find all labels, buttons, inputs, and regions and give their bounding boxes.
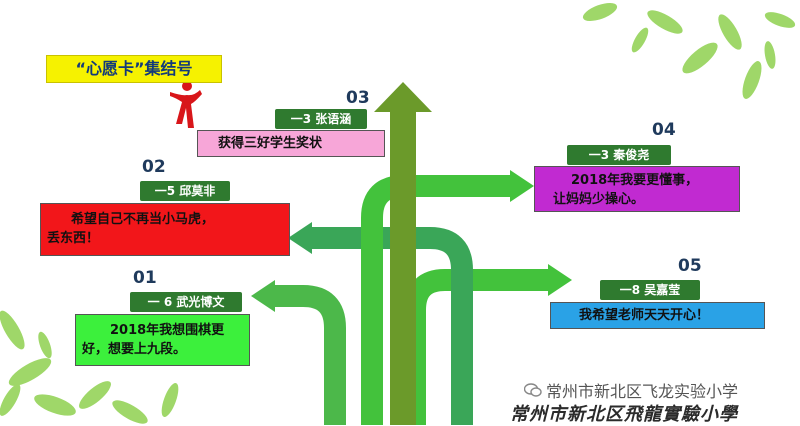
card-05-number: 05 — [678, 256, 702, 276]
arrow-to-03 — [390, 110, 416, 425]
card-04-number: 04 — [652, 120, 676, 140]
card-03-box: 获得三好学生奖状 — [197, 130, 385, 157]
card-03-number: 03 — [346, 88, 370, 108]
leaf-decoration-top-right — [582, 2, 796, 99]
arrow-head-03 — [374, 82, 432, 112]
card-01-box: 2018年我想围棋更 好，想要上九段。 — [75, 314, 250, 366]
card-03-line-1: 获得三好学生奖状 — [218, 136, 323, 151]
card-01-tag: 一 6 武光博文 — [130, 292, 242, 312]
card-04-box: 2018年我要更懂事， 让妈妈少操心。 — [534, 166, 740, 212]
wechat-icon — [523, 382, 542, 397]
card-02-number: 02 — [142, 157, 166, 177]
leaf-decoration-bottom-left — [0, 310, 179, 424]
arrow-head-02 — [288, 222, 312, 254]
card-01-line-2: 好，想要上九段。 — [82, 342, 187, 357]
arrow-head-01 — [251, 280, 275, 312]
arrow-head-05 — [548, 264, 572, 296]
card-01-number: 01 — [133, 268, 157, 288]
card-05-line-1: 我希望老师天天开心！ — [579, 308, 710, 323]
card-03-tag: 一3 张语涵 — [275, 109, 367, 129]
page-title: “心愿卡”集结号 — [46, 55, 222, 83]
card-05-box: 我希望老师天天开心！ — [550, 302, 765, 329]
card-05-tag: 一8 吴嘉莹 — [600, 280, 700, 300]
card-04-line-2: 让妈妈少操心。 — [553, 192, 645, 207]
arrow-to-02 — [312, 227, 473, 425]
school-calligraphy: 常州市新北区飛龍實驗小學 — [510, 404, 738, 425]
card-01-line-1: 2018年我想围棋更 — [110, 323, 225, 338]
card-02-line-2: 丢东西！ — [47, 231, 100, 246]
card-04-tag: 一3 秦俊尧 — [567, 145, 671, 165]
card-02-box: 希望自己不再当小马虎， 丢东西！ — [40, 203, 290, 256]
card-02-tag: 一5 邱莫非 — [140, 181, 230, 201]
school-watermark: 常州市新北区飞龙实验小学 — [546, 382, 739, 401]
red-figure-icon — [170, 81, 202, 128]
arrow-head-04 — [510, 170, 534, 202]
arrow-to-01 — [275, 285, 346, 425]
card-04-line-1: 2018年我要更懂事， — [571, 173, 699, 188]
card-02-line-1: 希望自己不再当小马虎， — [71, 212, 215, 227]
